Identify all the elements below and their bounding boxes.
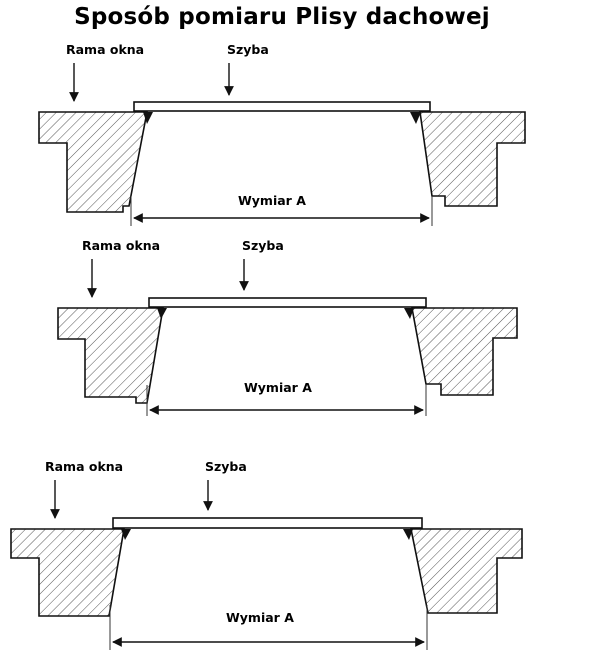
frame-label: Rama okna [66,42,144,57]
dimension-label: Wymiar A [238,193,306,208]
frame-right [419,111,526,207]
seal-right [403,529,413,540]
glass-label: Szyba [242,238,284,253]
diagram-2: Rama okna Szyba Wymiar A [57,238,518,416]
seal-left [121,529,131,540]
seal-right [410,112,421,124]
frame-left [57,307,164,404]
frame-right [411,307,518,396]
frame-left [38,111,148,213]
dimension-label: Wymiar A [226,610,294,625]
glass-label: Szyba [205,459,247,474]
frame-right [410,528,523,614]
frame-left [10,528,125,617]
seal-left [157,308,167,319]
glass-pane [133,101,431,112]
glass-label: Szyba [227,42,269,57]
diagram-3: Rama okna Szyba Wymiar A [10,459,523,650]
dimension-label: Wymiar A [244,380,312,395]
seal-left [143,112,153,124]
seal-right [404,308,414,319]
diagram-1: Rama okna Szyba Wymiar A [38,42,526,226]
page-title: Sposób pomiaru Plisy dachowej [74,4,490,30]
glass-pane [148,297,427,308]
frame-label: Rama okna [45,459,123,474]
glass-pane [112,517,423,529]
frame-label: Rama okna [82,238,160,253]
